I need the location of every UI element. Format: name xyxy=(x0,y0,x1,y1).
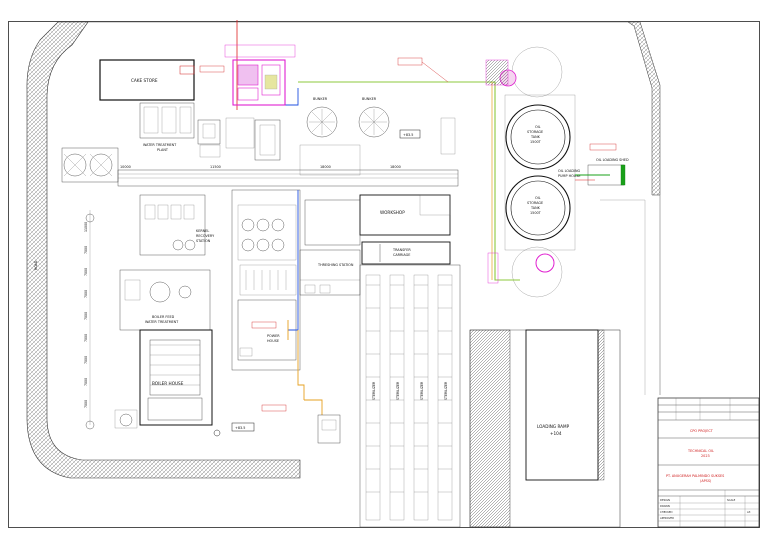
svg-text:STATION: STATION xyxy=(196,239,211,243)
oil-loading-shed: OIL LOADING SHED OIL LOADING PUMP HOUSE xyxy=(558,158,629,186)
svg-text:HOUSE: HOUSE xyxy=(267,339,279,343)
svg-text:WATER TREATMENT: WATER TREATMENT xyxy=(145,320,179,324)
svg-text:PT. ANUGERAH PALMINDO SUKSES: PT. ANUGERAH PALMINDO SUKSES xyxy=(666,474,724,478)
svg-text:TANK: TANK xyxy=(530,206,541,210)
bunker-1: BUNKER xyxy=(306,97,338,138)
row-dim-label: 7000 xyxy=(84,290,88,298)
svg-text:APPROVED: APPROVED xyxy=(660,516,674,520)
svg-text:BUNKER: BUNKER xyxy=(362,97,377,101)
sterilizer-label: STERILIZER xyxy=(420,381,424,400)
pipe-network xyxy=(236,20,610,415)
svg-text:RECOVERY: RECOVERY xyxy=(196,234,215,238)
svg-text:18000: 18000 xyxy=(390,165,401,169)
sterilizer-track xyxy=(365,274,381,521)
svg-text:1500T: 1500T xyxy=(530,140,542,144)
bunker-2: BUNKER xyxy=(358,97,390,138)
cake-store-building xyxy=(99,59,195,101)
svg-text:DESIGN: DESIGN xyxy=(660,498,670,502)
svg-text:PLANT: PLANT xyxy=(157,148,169,152)
svg-text:OIL LOADING SHED: OIL LOADING SHED xyxy=(596,158,629,162)
water-treatment-area: WATER TREATMENT PLANT xyxy=(139,102,221,158)
svg-text:WATER TREATMENT: WATER TREATMENT xyxy=(143,143,177,147)
row-dim-label: 11000 xyxy=(84,222,88,232)
svg-text:18000: 18000 xyxy=(320,165,331,169)
elevation-label-top: +83.5 xyxy=(403,133,413,137)
row-dim-label: 7000 xyxy=(84,378,88,386)
grid-axis-left xyxy=(85,210,95,430)
svg-text:10000: 10000 xyxy=(120,165,131,169)
boiler-house: BOILER HOUSE xyxy=(114,329,213,429)
sterilizer-label: STERILIZER xyxy=(396,381,400,400)
svg-text:+104: +104 xyxy=(550,431,562,436)
svg-text:POWER: POWER xyxy=(267,334,280,338)
row-dim-label: 7000 xyxy=(84,246,88,254)
svg-text:TRANSFER: TRANSFER xyxy=(392,248,411,252)
svg-text:DRAWN: DRAWN xyxy=(660,504,670,508)
red-callout-tags xyxy=(199,57,617,412)
sterilizer-track xyxy=(413,274,429,521)
svg-text:SCALE: SCALE xyxy=(727,498,736,502)
row-dim-label: 7000 xyxy=(84,268,88,276)
elevation-label-bottom: +83.5 xyxy=(235,426,245,430)
svg-text:BOILER HOUSE: BOILER HOUSE xyxy=(152,381,184,386)
svg-text:A3: A3 xyxy=(747,510,751,514)
perimeter-road-hatch xyxy=(26,21,301,479)
svg-text:STORAGE: STORAGE xyxy=(527,130,543,134)
workshop-building: WORKSHOP xyxy=(359,194,451,236)
title-block: CPO PROJECT TECHNICAL OIL 2023 PT. ANUGE… xyxy=(657,397,760,528)
svg-text:OIL: OIL xyxy=(535,196,541,200)
road-label: ROAD xyxy=(34,260,38,270)
svg-text:TANK: TANK xyxy=(530,135,541,139)
sterilizer-track xyxy=(389,274,405,521)
svg-text:1500T: 1500T xyxy=(530,211,542,215)
process-center-block: POWER HOUSE xyxy=(231,189,301,371)
svg-text:2023: 2023 xyxy=(701,454,710,458)
svg-text:LOADING RAMP: LOADING RAMP xyxy=(537,424,570,429)
sterilizer-tracks: STERILIZER STERILIZER STERILIZER STERILIZER xyxy=(359,264,461,528)
title-project: CPO PROJECT xyxy=(690,429,714,433)
kernel-recovery-station: KERNEL RECOVERY STATION xyxy=(139,194,215,256)
row-dim-label: 7000 xyxy=(84,356,88,364)
row-dimension-labels: 11000 7000 7000 7000 7000 7000 7000 7000 7000 xyxy=(84,222,88,408)
sterilizer-label: STERILIZER xyxy=(372,381,376,400)
oil-storage-tank-2: OIL STORAGE TANK 1500T xyxy=(505,175,571,241)
transfer-carriage: TRANSFER CARRIAGE xyxy=(361,241,451,265)
svg-text:BUNKER: BUNKER xyxy=(313,97,328,101)
clarifier-tanks xyxy=(61,147,119,183)
row-dim-label: 7000 xyxy=(84,334,88,342)
svg-text:(APSS): (APSS) xyxy=(700,479,712,483)
oil-storage-tank-1: OIL STORAGE TANK 1500T xyxy=(505,104,571,170)
svg-text:CARRIAGE: CARRIAGE xyxy=(393,253,410,257)
svg-text:THRESHING STATION: THRESHING STATION xyxy=(317,263,354,267)
row-dim-label: 7000 xyxy=(84,312,88,320)
sterilizer-label: STERILIZER xyxy=(444,381,448,400)
magenta-pump-station xyxy=(224,44,296,106)
drawing-frame xyxy=(8,21,760,528)
svg-text:11500: 11500 xyxy=(210,165,221,169)
row-dim-label: 7000 xyxy=(84,400,88,408)
perimeter-road-right xyxy=(627,21,661,196)
cake-store-label: CAKE STORE xyxy=(131,78,158,83)
boiler-feed-water: BOILER FEED WATER TREATMENT xyxy=(119,269,211,331)
svg-text:WORKSHOP: WORKSHOP xyxy=(380,210,405,215)
magenta-tank-bottom xyxy=(535,253,555,273)
threshing-station: THRESHING STATION xyxy=(299,249,361,296)
svg-text:OIL LOADING: OIL LOADING xyxy=(558,169,580,173)
loading-ramp-area: LOADING RAMP +104 xyxy=(469,329,621,528)
svg-text:PUMP HOUSE: PUMP HOUSE xyxy=(558,174,581,178)
svg-text:TECHNICAL OIL: TECHNICAL OIL xyxy=(687,449,714,453)
svg-text:BOILER FEED: BOILER FEED xyxy=(152,315,175,319)
svg-text:KERNEL: KERNEL xyxy=(196,229,209,233)
svg-text:CHECKED: CHECKED xyxy=(660,510,673,514)
sterilizer-track xyxy=(437,274,453,521)
svg-text:OIL: OIL xyxy=(535,125,541,129)
svg-text:STORAGE: STORAGE xyxy=(527,201,543,205)
